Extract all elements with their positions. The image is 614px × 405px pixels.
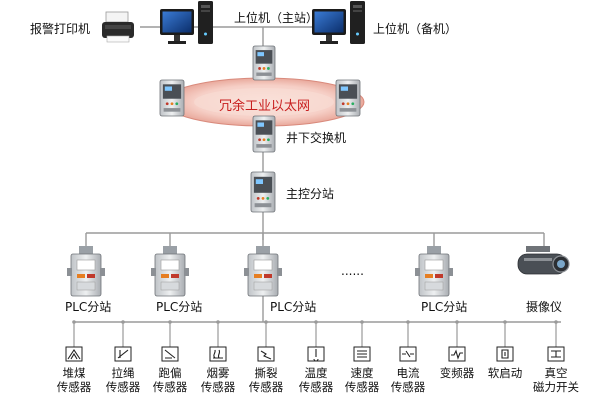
soft-start-icon: [496, 346, 514, 362]
host-primary-label: 上位机（主站）: [234, 11, 319, 25]
sensor-label-7: 速度传感器: [334, 366, 390, 394]
sensor-9: [448, 320, 466, 362]
sensor-label-line2: 传感器: [390, 380, 426, 394]
sensor-7: [353, 320, 371, 362]
sensor-1: [65, 320, 83, 362]
sensor-5: [257, 320, 275, 362]
sensor-label-line2: 传感器: [152, 380, 188, 394]
plc-station-label-4: PLC分站: [421, 300, 468, 314]
sensor-label-line2: 磁力开关: [533, 380, 579, 394]
tear-icon: [257, 346, 275, 362]
sensor-label-line1: 软启动: [487, 366, 523, 380]
plc-station-label-2: PLC分站: [156, 300, 203, 314]
alarm-printer-icon: [102, 11, 134, 43]
plc-station-4: [415, 246, 453, 297]
ring-switch-top: [252, 45, 276, 81]
sensor-4: [209, 320, 227, 362]
ring-switch-right: [335, 79, 361, 117]
sensor-label-line1: 变频器: [439, 366, 475, 380]
sensor-label-line1: 烟雾: [206, 366, 230, 380]
pull-rope-icon: [114, 346, 132, 362]
ring-network-label: 冗余工业以太网: [219, 99, 311, 114]
sensor-label-line1: 真空: [544, 366, 568, 380]
main-station-label: 主控分站: [286, 187, 335, 201]
inverter-icon: [448, 346, 466, 362]
sensor-label-5: 撕裂传感器: [238, 366, 294, 394]
vacuum-switch-icon: [547, 346, 565, 362]
sensor-label-11: 真空磁力开关: [528, 366, 584, 394]
sensor-10: [496, 320, 514, 362]
alarm-printer-label: 报警打印机: [30, 22, 91, 36]
sensor-6: [307, 320, 325, 362]
sensor-label-8: 电流传感器: [380, 366, 436, 394]
smoke-icon: [209, 346, 227, 362]
sensor-label-9: 变频器: [429, 366, 485, 380]
camera-icon: [517, 246, 570, 275]
main-station-icon: [250, 171, 276, 213]
camera-label: 摄像仪: [526, 300, 563, 314]
plc-station-label-1: PLC分站: [65, 300, 112, 314]
sensor-label-line2: 传感器: [248, 380, 284, 394]
sensor-label-line1: 速度: [350, 366, 374, 380]
sensor-label-2: 拉绳传感器: [95, 366, 151, 394]
host-backup-computer: [312, 1, 365, 44]
plc-station-1: [67, 246, 105, 297]
top-wiring: [74, 26, 561, 323]
plc-station-label-3: PLC分站: [270, 300, 317, 314]
sensor-label-line2: 传感器: [105, 380, 141, 394]
temperature-icon: [307, 346, 325, 362]
plc-station-3: [244, 246, 282, 297]
sensor-label-line1: 堆煤: [62, 366, 86, 380]
sensor-label-line1: 跑偏: [158, 366, 182, 380]
ellipsis-label: ......: [341, 264, 364, 278]
sensor-label-3: 跑偏传感器: [142, 366, 198, 394]
plc-station-2: [151, 246, 189, 297]
sensor-3: [161, 320, 179, 362]
sensor-2: [114, 320, 132, 362]
sensor-label-6: 温度传感器: [288, 366, 344, 394]
deviation-icon: [161, 346, 179, 362]
current-icon: [399, 346, 417, 362]
sensor-8: [399, 320, 417, 362]
underground-switch-icon: [252, 115, 276, 153]
sensor-label-line1: 拉绳: [111, 366, 135, 380]
sensor-label-line1: 温度: [304, 366, 328, 380]
coal-pile-icon: [65, 346, 83, 362]
sensor-label-line2: 传感器: [344, 380, 380, 394]
sensor-label-1: 堆煤传感器: [46, 366, 102, 394]
sensor-11: [547, 320, 565, 362]
sensor-label-10: 软启动: [477, 366, 533, 380]
sensor-label-4: 烟雾传感器: [190, 366, 246, 394]
sensor-label-line1: 撕裂: [254, 366, 278, 380]
underground-switch-label: 井下交换机: [286, 131, 347, 145]
sensor-label-line2: 传感器: [200, 380, 236, 394]
sensor-label-line2: 传感器: [56, 380, 92, 394]
speed-icon: [353, 346, 371, 362]
host-primary-computer: [160, 1, 213, 44]
sensor-label-line2: 传感器: [298, 380, 334, 394]
sensor-label-line1: 电流: [396, 366, 420, 380]
ring-switch-left: [159, 79, 185, 117]
host-backup-label: 上位机（备机）: [373, 22, 458, 36]
